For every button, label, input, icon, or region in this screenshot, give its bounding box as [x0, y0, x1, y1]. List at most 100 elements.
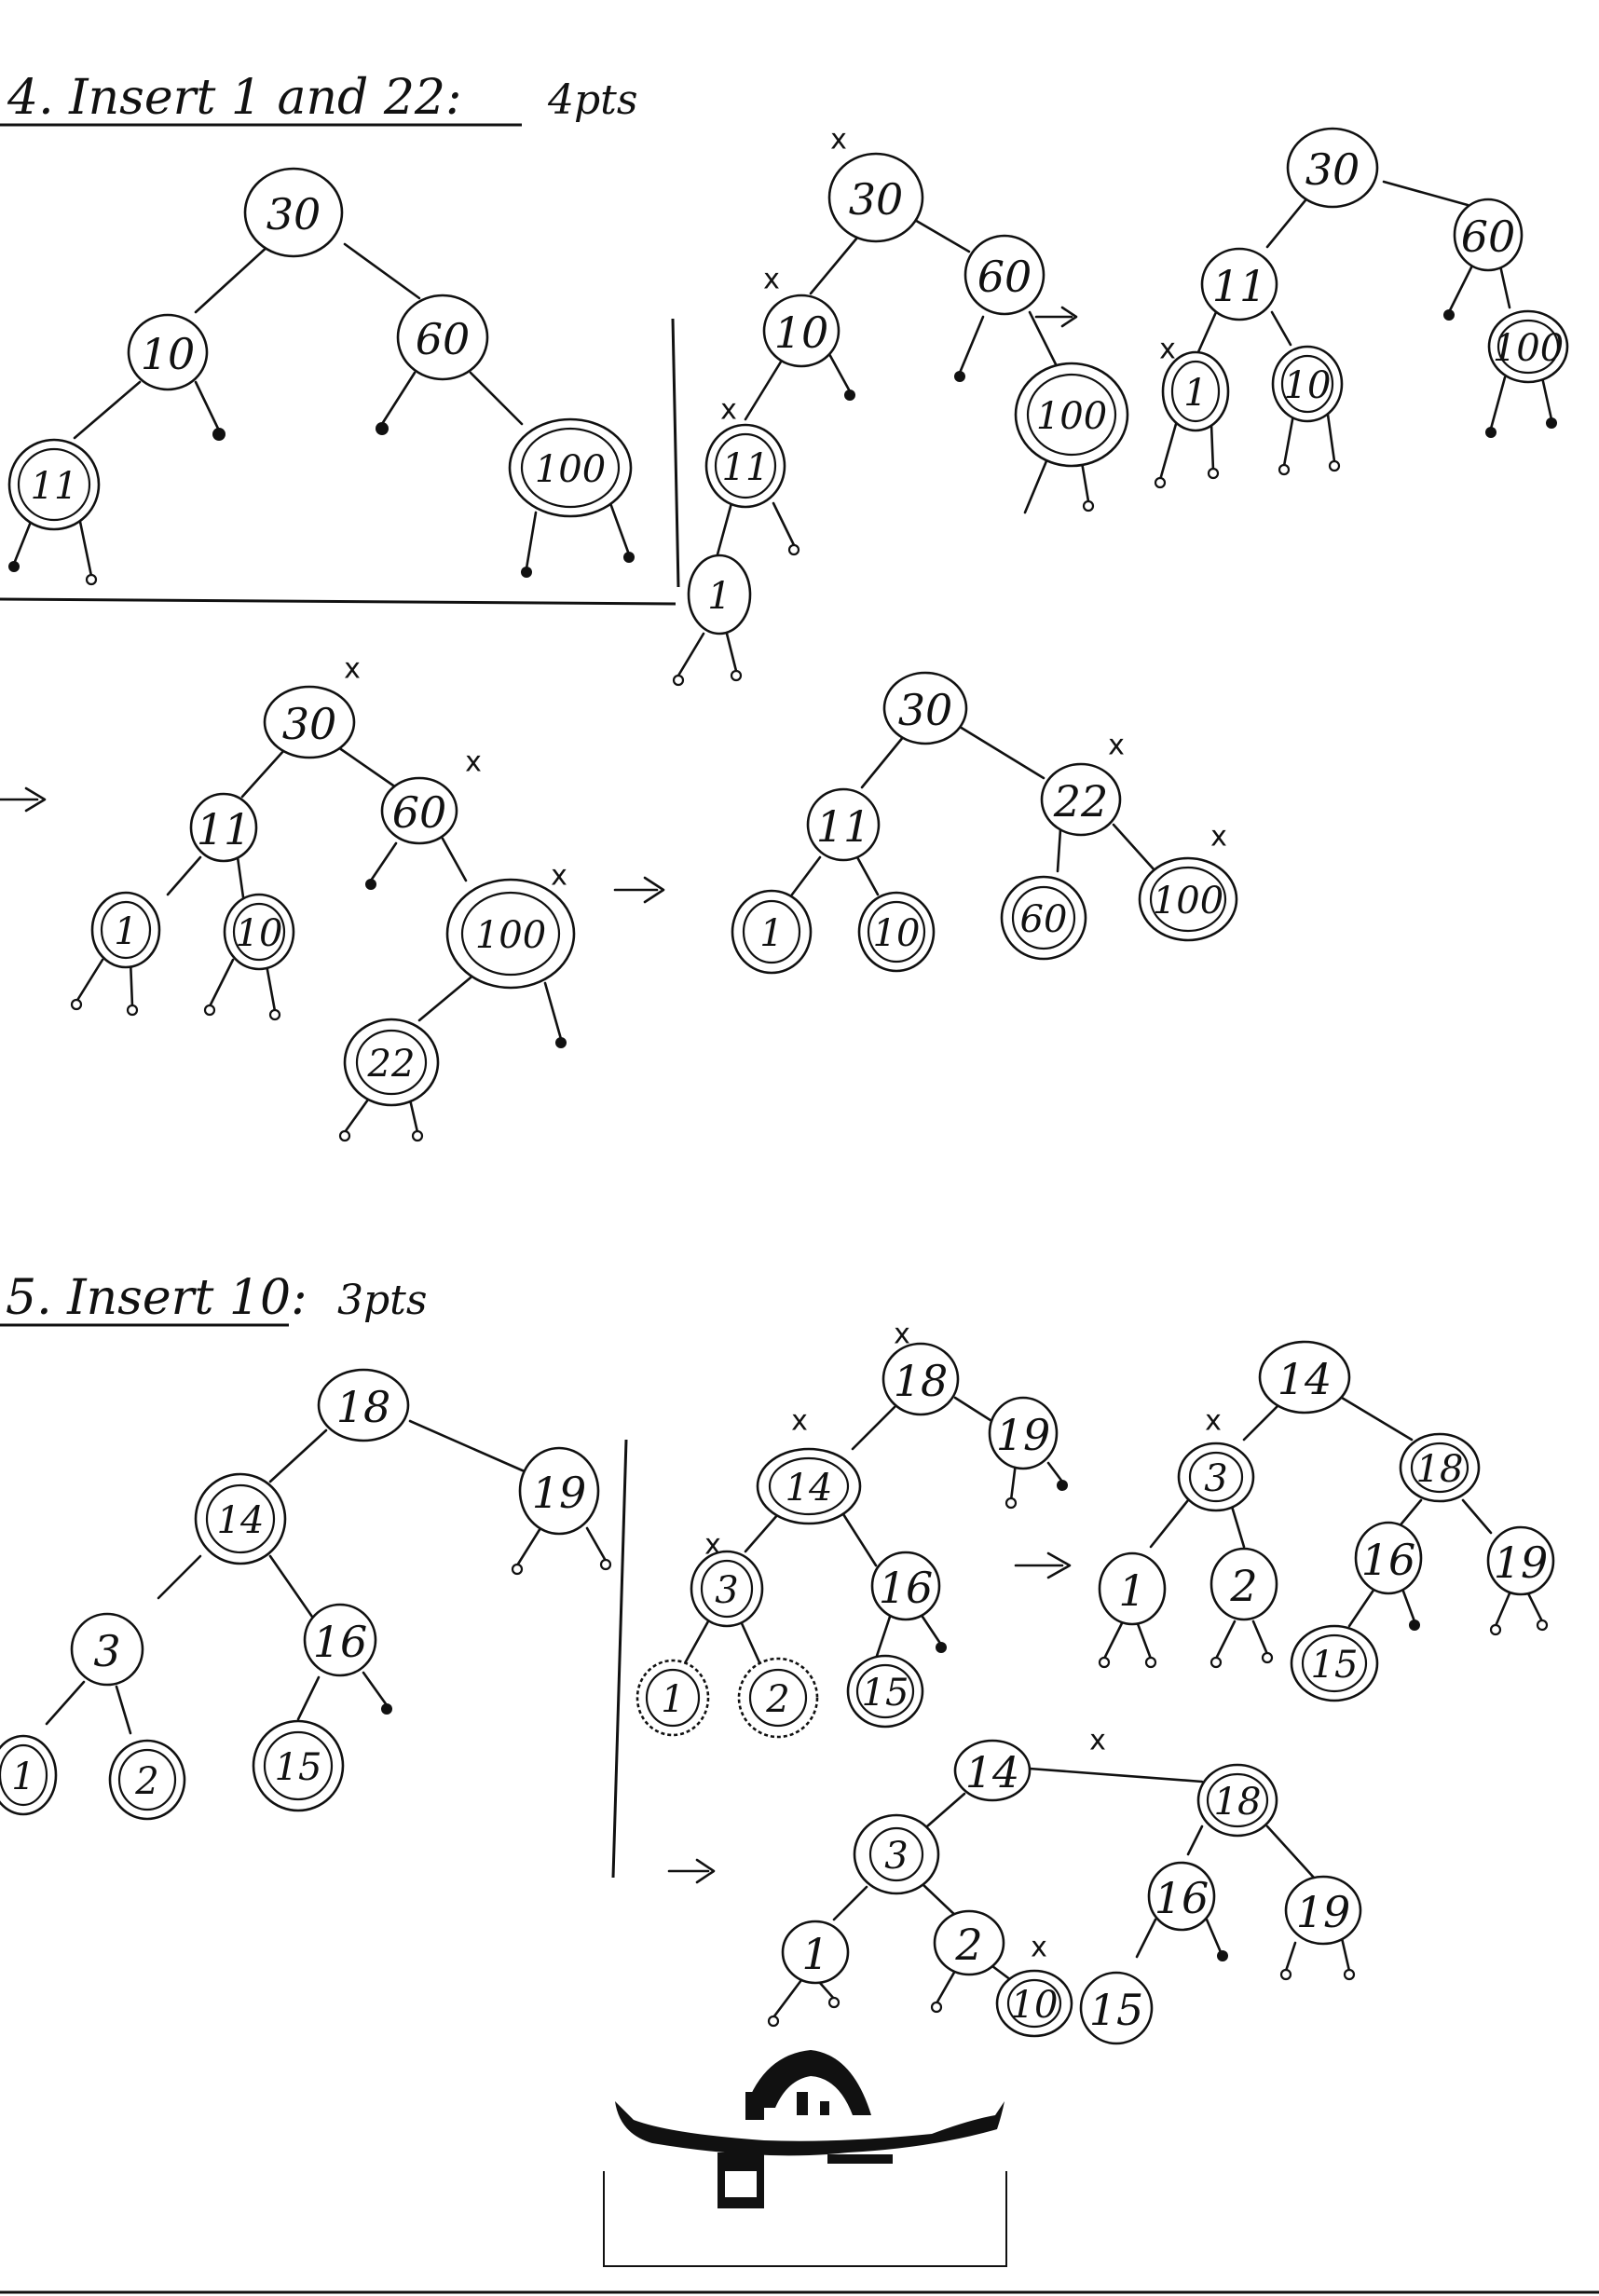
- svg-text:x: x: [551, 860, 567, 893]
- vertical-divider: [671, 318, 680, 588]
- arrow-icon: [1014, 1551, 1072, 1579]
- tree-node: 30: [263, 685, 356, 759]
- problem-4-title: 4. Insert 1 and 22:: [7, 70, 462, 126]
- tree-4a: 30 10 60 11 100: [7, 167, 635, 586]
- svg-text:30: 30: [898, 685, 953, 735]
- tree-node: 30: [243, 167, 344, 258]
- tree-node-red: 100: [508, 417, 633, 518]
- tree-node-red: 15: [252, 1719, 345, 1812]
- svg-text:16: 16: [1155, 1873, 1210, 1923]
- svg-text:x: x: [1089, 1725, 1106, 1757]
- tree-node-red: 1: [0, 1734, 58, 1816]
- tree-5c: x 14 3 18 1 2 16 19 15: [1098, 1340, 1555, 1702]
- svg-text:x: x: [791, 1405, 808, 1438]
- tree-node: 30: [827, 152, 924, 243]
- svg-text:11: 11: [1212, 261, 1267, 311]
- tree-node: 19: [988, 1396, 1059, 1470]
- problem-4-points: 4pts: [547, 76, 637, 124]
- tree-node-red: 11: [7, 438, 101, 531]
- svg-text:x: x: [1031, 1932, 1047, 1964]
- tree-node: 2: [1210, 1547, 1278, 1621]
- svg-text:19: 19: [1296, 1887, 1351, 1937]
- tree-4b: x x x 30 10 60 11 100 1: [672, 124, 1129, 687]
- svg-text:1: 1: [1183, 372, 1207, 415]
- svg-text:14: 14: [1278, 1354, 1332, 1404]
- tree-node: 100: [1487, 309, 1569, 384]
- svg-text:22: 22: [367, 1043, 416, 1086]
- svg-text:3: 3: [715, 1569, 738, 1612]
- svg-text:1: 1: [114, 910, 137, 953]
- tree-node: 16: [870, 1551, 941, 1621]
- svg-text:14: 14: [786, 1467, 833, 1510]
- svg-text:10: 10: [774, 308, 829, 358]
- svg-text:x: x: [763, 264, 780, 296]
- tree-node: 100: [1138, 856, 1238, 942]
- svg-text:11: 11: [722, 446, 770, 489]
- svg-text:1: 1: [801, 1929, 828, 1979]
- tree-node: 11: [806, 787, 881, 862]
- problem-4-heading: 4. Insert 1 and 22: 4pts: [0, 70, 637, 127]
- svg-text:1: 1: [707, 575, 731, 618]
- svg-text:16: 16: [1361, 1535, 1416, 1585]
- svg-text:x: x: [720, 394, 737, 427]
- tree-node-red: 1: [90, 891, 161, 969]
- tree-node: 10: [762, 294, 840, 368]
- svg-text:19: 19: [1494, 1538, 1549, 1588]
- tree-node-red: 22: [343, 1018, 440, 1107]
- svg-text:22: 22: [1053, 776, 1109, 827]
- svg-text:30: 30: [849, 174, 904, 225]
- svg-text:x: x: [1210, 821, 1227, 854]
- svg-text:16: 16: [313, 1617, 368, 1667]
- tree-node-red: 14: [194, 1472, 287, 1565]
- svg-text:100: 100: [1036, 395, 1107, 438]
- tree-node-red: 3: [1177, 1442, 1255, 1512]
- tree-node-red: 3: [690, 1550, 764, 1628]
- svg-text:x: x: [1108, 730, 1125, 762]
- svg-text:2: 2: [765, 1678, 789, 1721]
- tree-node: 14: [953, 1739, 1032, 1802]
- svg-text:14: 14: [217, 1499, 265, 1542]
- svg-text:18: 18: [336, 1382, 391, 1432]
- svg-text:10: 10: [1011, 1984, 1059, 2027]
- svg-text:60: 60: [977, 252, 1032, 302]
- tree-node-red: 14: [756, 1447, 862, 1525]
- tree-node-red: 18: [1399, 1432, 1481, 1503]
- svg-text:x: x: [830, 124, 847, 157]
- tree-node: 30: [1286, 127, 1379, 209]
- svg-text:3: 3: [93, 1626, 120, 1676]
- svg-text:11: 11: [197, 804, 252, 854]
- svg-text:x: x: [894, 1319, 910, 1351]
- svg-text:30: 30: [266, 189, 321, 239]
- tree-5d: x x 14 3 18 1 2 10 16 19 15: [667, 1725, 1362, 2045]
- tree-node: 1: [781, 1920, 850, 1985]
- tree-node: 11: [1200, 247, 1278, 321]
- svg-text:10: 10: [873, 912, 921, 955]
- tree-node: 11: [189, 792, 258, 863]
- svg-text:15: 15: [1311, 1644, 1359, 1687]
- tree-node: 18: [882, 1342, 960, 1416]
- svg-text:10: 10: [236, 912, 283, 955]
- tree-node-red: 2: [737, 1657, 819, 1739]
- horizontal-divider: [0, 597, 676, 606]
- tree-node: 60: [396, 294, 489, 381]
- svg-text:60: 60: [1461, 212, 1516, 262]
- tree-node: 30: [882, 671, 968, 745]
- tree-node-red: 1: [687, 554, 752, 636]
- tree-node-red: 15: [846, 1654, 924, 1729]
- tree-node: 1: [1098, 1551, 1167, 1626]
- svg-text:3: 3: [884, 1835, 908, 1878]
- svg-text:30: 30: [1305, 144, 1360, 195]
- tree-node-red: 100: [445, 878, 576, 990]
- tree-node: 19: [1284, 1875, 1362, 1946]
- tree-node: 10: [127, 313, 209, 391]
- tree-node: 10: [857, 891, 936, 973]
- tree-node: 19: [518, 1446, 600, 1536]
- tree-node-red: 3: [853, 1813, 940, 1895]
- tree-4e: x x 30 11 22 1 10 60 100: [731, 671, 1238, 975]
- svg-text:3: 3: [1204, 1457, 1227, 1500]
- tree-4d: x x x 30 11 60 1 10 100 22: [0, 653, 665, 1142]
- svg-text:1: 1: [11, 1756, 34, 1798]
- svg-text:100: 100: [535, 448, 606, 491]
- svg-text:100: 100: [475, 914, 546, 957]
